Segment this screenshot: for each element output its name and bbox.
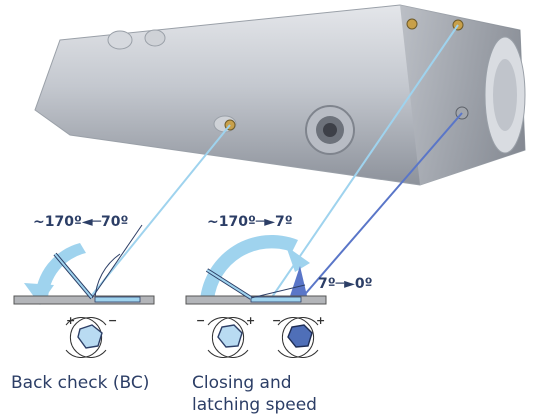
hex-screw-icon	[217, 324, 243, 348]
back-check-caption: Back check (BC)	[11, 373, 150, 393]
bc-sign-right: −	[108, 314, 118, 327]
bc-adjuster	[65, 317, 107, 358]
closing-arc	[200, 235, 298, 300]
latching-sign-right: +	[316, 314, 326, 327]
latching-sign-left: −	[272, 314, 282, 327]
bc-angle-line	[91, 224, 143, 299]
bc-wall-bar	[13, 295, 155, 305]
closing-adjuster	[207, 317, 249, 358]
closing-pointer-line	[269, 24, 459, 301]
closing-diagram	[185, 235, 327, 305]
bc-pointer-line	[87, 124, 231, 301]
hex-screw-icon	[77, 324, 103, 349]
latching-range-label: 7º─►0º	[318, 276, 373, 292]
closing-caption-line1: Closing and	[192, 373, 292, 393]
door-closer-body	[34, 4, 526, 186]
closing-door-closed	[250, 296, 302, 303]
latching-arrow	[290, 266, 308, 300]
latching-adjuster	[277, 317, 319, 358]
closing-sign-left: −	[196, 314, 206, 327]
closing-angle-line	[250, 284, 306, 299]
closing-range-label: ~170º─►7º	[207, 214, 293, 230]
closing-sign-right: +	[246, 314, 256, 327]
bc-sign-left: +	[66, 314, 76, 327]
bc-range-label: ~170º◄─70º	[33, 214, 129, 230]
closing-caption-line2: latching speed	[192, 395, 317, 415]
latching-pointer-line	[299, 112, 463, 301]
back-check-diagram	[13, 224, 155, 305]
hex-screw-dark-icon	[287, 324, 313, 348]
bc-door-closed	[94, 296, 141, 303]
